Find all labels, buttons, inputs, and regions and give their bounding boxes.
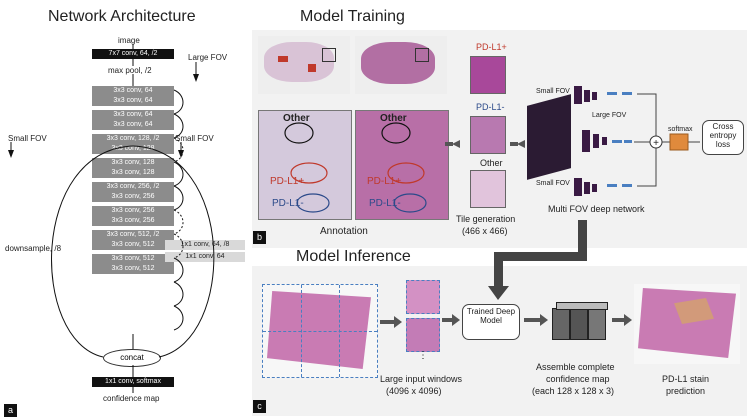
conv-block: 3x3 conv, 512: [92, 240, 174, 250]
small-fov-right-label: Small FOV: [175, 134, 214, 143]
whole-slide-input: [262, 284, 378, 378]
architecture-connectors: [8, 44, 215, 393]
trained-model-box: Trained Deep Model: [462, 304, 520, 340]
confidence-map-cubes: [552, 302, 608, 342]
tile-neg: [470, 116, 506, 154]
panel-tag-b: b: [253, 231, 266, 244]
region-neg-label-2: PD-L1-: [369, 198, 401, 209]
side-conv-2: 1x1 conv, 64: [165, 252, 245, 262]
tile-neg-label: PD-L1-: [476, 102, 505, 112]
region-neg-label: PD-L1-: [272, 198, 304, 209]
downsample-label: downsample, /8: [5, 244, 62, 253]
first-conv-block: 7x7 conv, 64, /2: [92, 49, 174, 59]
conv-block: 3x3 conv, 128: [92, 144, 174, 154]
softmax-label: softmax: [668, 126, 693, 133]
conv-block: 3x3 conv, 256: [92, 216, 174, 226]
max-pool-label: max pool, /2: [108, 66, 152, 75]
tile-other: [470, 170, 506, 208]
panel-tag-a: a: [4, 404, 17, 417]
conv-block: 3x3 conv, 64: [92, 110, 174, 120]
conv-block: 3x3 conv, 64: [92, 86, 174, 96]
windows-caption-2: (4096 x 4096): [386, 386, 442, 396]
input-window-2: [406, 318, 440, 352]
annotation-caption: Annotation: [320, 226, 368, 237]
large-fov-label-net: Large FOV: [592, 112, 627, 119]
ellipsis-dots: ⋮: [418, 350, 428, 361]
annotation-zoom-plain: [258, 110, 352, 220]
small-fov-top-label: Small FOV: [536, 88, 570, 95]
conv-block: 3x3 conv, 256, /2: [92, 182, 174, 192]
conv-block: 3x3 conv, 256: [92, 192, 174, 202]
conv-block: 3x3 conv, 128: [92, 168, 174, 178]
region-pos-label: PD-L1+: [270, 176, 305, 187]
tile-other-label: Other: [480, 158, 503, 168]
conv-block: 3x3 conv, 128, /2: [92, 134, 174, 144]
conv-block: 3x3 conv, 512, /2: [92, 230, 174, 240]
tile-caption-1: Tile generation: [456, 214, 516, 224]
annotation-zoom-stained: [355, 110, 449, 220]
conv-block: 3x3 conv, 64: [92, 120, 174, 130]
prediction-slide: [634, 284, 740, 364]
model-training-title: Model Training: [300, 8, 405, 25]
small-fov-left-label: Small FOV: [8, 134, 47, 143]
assemble-caption-1: Assemble complete: [536, 362, 615, 372]
stained-slide-thumbnail: [355, 36, 447, 94]
prediction-caption-1: PD-L1 stain: [662, 374, 710, 384]
network-caption: Multi FOV deep network: [548, 204, 645, 214]
region-other-label: Other: [283, 113, 310, 124]
conv-block: 3x3 conv, 64: [92, 96, 174, 106]
loss-box: Cross entropy loss: [702, 120, 744, 155]
model-inference-title: Model Inference: [296, 248, 411, 265]
conv-block: 3x3 conv, 512: [92, 254, 174, 264]
large-fov-label: Large FOV: [188, 53, 228, 62]
conv-block: 3x3 conv, 128: [92, 158, 174, 168]
panel-tag-c: c: [253, 400, 266, 413]
tile-pos-label: PD-L1+: [476, 42, 507, 52]
input-image-label: image: [118, 36, 140, 45]
side-conv-1: 1x1 conv, 64, /8: [165, 240, 245, 250]
input-window-1: [406, 280, 440, 314]
confidence-map-label: confidence map: [103, 394, 160, 403]
assemble-caption-3: (each 128 x 128 x 3): [532, 386, 615, 396]
small-fov-bottom-label: Small FOV: [536, 180, 570, 187]
tile-caption-2: (466 x 466): [462, 226, 508, 236]
svg-text:+: +: [653, 138, 659, 149]
last-conv-block: 1x1 conv, softmax: [92, 377, 174, 387]
tile-pos: [470, 56, 506, 94]
concat-node: concat: [103, 349, 161, 367]
conv-block: 3x3 conv, 512: [92, 264, 174, 274]
prediction-caption-2: prediction: [666, 386, 706, 396]
region-other-label-2: Other: [380, 113, 407, 124]
annotated-slide-thumbnail: [258, 36, 350, 94]
windows-caption-1: Large input windows: [380, 374, 463, 384]
training-network-graphics: +: [445, 86, 700, 196]
network-architecture-title: Network Architecture: [48, 8, 196, 25]
conv-block: 3x3 conv, 256: [92, 206, 174, 216]
assemble-caption-2: confidence map: [546, 374, 610, 384]
region-pos-label-2: PD-L1+: [367, 176, 402, 187]
